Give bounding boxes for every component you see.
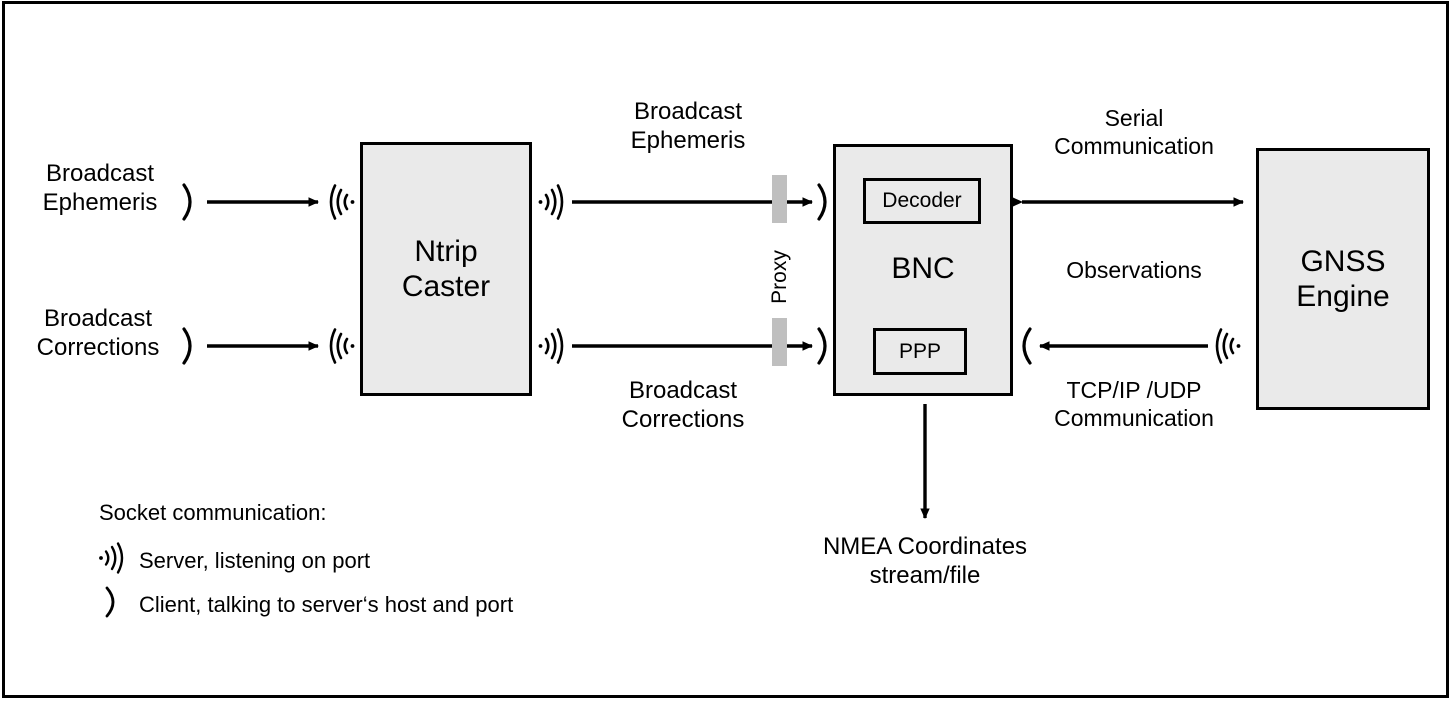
label-broadcast-corrections-source: Broadcast Corrections (36, 305, 160, 361)
node-ppp[interactable]: PPP (873, 328, 967, 375)
label-observations: Observations (1066, 257, 1202, 283)
label-broadcast-ephemeris-source: Broadcast Ephemeris (42, 160, 158, 216)
legend-item-server: Server, listening on port (95, 540, 370, 582)
legend-item-client: Client, talking to server‘s host and por… (95, 584, 513, 626)
proxy-bar-corrections (772, 318, 787, 366)
server-antenna-icon (95, 540, 139, 582)
label-serial-communication: Serial Communication (1054, 105, 1214, 159)
legend-item-client-label: Client, talking to server‘s host and por… (139, 592, 514, 617)
client-socket-icon (95, 584, 139, 626)
node-decoder[interactable]: Decoder (863, 178, 981, 224)
node-ntrip-caster-label: Ntrip Caster (401, 234, 491, 303)
node-decoder-label: Decoder (882, 189, 962, 212)
proxy-bar-ephemeris (772, 175, 787, 223)
legend-item-server-label: Server, listening on port (139, 548, 371, 573)
legend-title: Socket communication: (99, 500, 327, 525)
label-broadcast-ephemeris-stream: Broadcast Ephemeris (630, 98, 746, 154)
label-tcpip-udp-communication: TCP/IP /UDP Communication (1054, 377, 1214, 431)
node-bnc-label: BNC (891, 252, 955, 285)
label-nmea-output: NMEA Coordinates stream/file (822, 533, 1028, 589)
node-gnss-engine[interactable]: GNSS Engine (1256, 148, 1430, 410)
node-ntrip-caster[interactable]: Ntrip Caster (360, 142, 532, 396)
label-broadcast-corrections-stream: Broadcast Corrections (621, 377, 745, 433)
proxy-label: Proxy (768, 250, 791, 304)
node-gnss-engine-label: GNSS Engine (1296, 244, 1390, 313)
node-ppp-label: PPP (898, 339, 942, 363)
